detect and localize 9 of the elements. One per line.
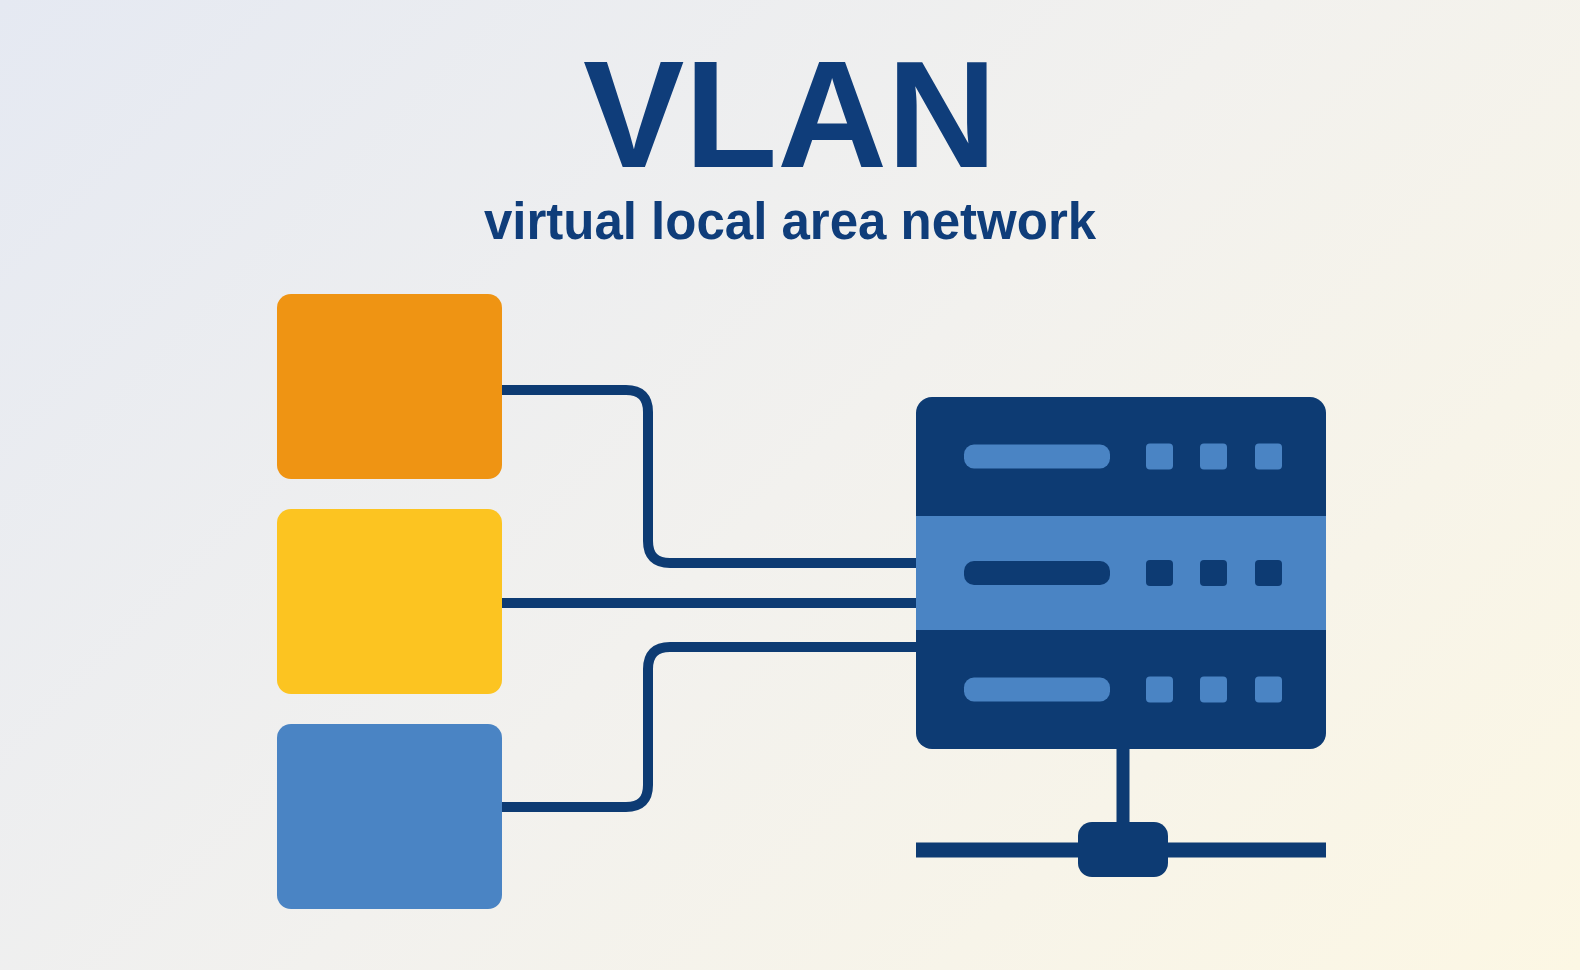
vlan-box <box>277 294 502 479</box>
connector-line <box>502 642 916 812</box>
server-icon <box>916 397 1326 749</box>
vlan-box <box>277 509 502 694</box>
connector-line <box>1116 749 1130 822</box>
connector-line <box>502 598 916 608</box>
vlan-box <box>277 724 502 909</box>
connector-line <box>502 385 916 568</box>
network-hub <box>1078 822 1168 877</box>
